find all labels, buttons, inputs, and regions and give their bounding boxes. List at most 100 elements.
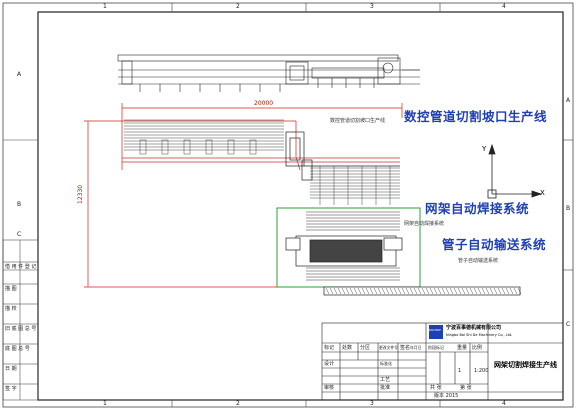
conveyor-link	[417, 287, 422, 295]
cutting-station	[285, 131, 400, 181]
zone-label-bottom-4: 4	[502, 400, 506, 407]
dimension-horizontal: 20000	[254, 100, 274, 107]
welding-racks	[306, 211, 400, 281]
conveyor-link	[485, 287, 490, 295]
conveyor-link	[421, 287, 426, 295]
conveyor-link	[337, 287, 342, 295]
welding-machine	[285, 235, 403, 267]
conveyor-link	[373, 287, 378, 295]
rack-support	[161, 139, 169, 155]
role-label-approve: 批准	[380, 385, 391, 391]
company-logo	[429, 325, 443, 339]
quantity-value: 1	[458, 368, 462, 374]
callout-welding: 网架自动焊接系统	[404, 221, 445, 227]
zone-label-top-4: 4	[502, 3, 506, 10]
conveyor-link	[437, 287, 442, 295]
drawing-title: 网架切割焊接生产线	[494, 361, 557, 369]
conveyor-link	[345, 287, 350, 295]
zone-label-right-B: B	[566, 205, 571, 212]
scale-value: 1:200	[474, 368, 489, 374]
row-label-count: 处数	[342, 345, 353, 351]
zone-label-top-2: 2	[236, 3, 240, 10]
logo-text: BAISHIDE	[429, 329, 441, 332]
version-label: 版本 2015	[434, 393, 459, 399]
callout-conveying: 管子自动输送系统	[458, 258, 499, 264]
zone-label-right-C: C	[566, 321, 571, 328]
conveyor-link	[425, 287, 430, 295]
strip-label-6: 签 字	[5, 386, 17, 392]
strip-label-0: 借 用 件 登 记	[5, 264, 37, 270]
conveyor-link	[477, 287, 482, 295]
conveyor-link	[501, 287, 506, 295]
conveyor-link	[469, 287, 474, 295]
conveyor-link	[445, 287, 450, 295]
conveyor-link	[497, 287, 502, 295]
rack-support	[139, 139, 147, 155]
strip-label-2: 描 校	[5, 306, 17, 312]
conveyor-link	[397, 287, 402, 295]
conveyor-link	[401, 287, 406, 295]
conveyor-link	[369, 287, 374, 295]
conveyor-belt	[323, 286, 522, 296]
elevation-legs	[139, 78, 375, 92]
conveyor-link	[405, 287, 410, 295]
role-label-standard: 标准化	[380, 361, 392, 366]
conveyor-link	[389, 287, 394, 295]
conveyor-link	[457, 287, 462, 295]
conveyor-link	[365, 287, 370, 295]
zone-label-bottom-3: 3	[370, 400, 374, 407]
zone-label-left-A: A	[17, 71, 22, 78]
zone-ticks	[3, 3, 573, 407]
conveyor-link	[413, 287, 418, 295]
rack-support	[249, 139, 257, 155]
misc-label-sheet-no: 第 张	[460, 385, 472, 391]
role-label-review: 审核	[324, 385, 335, 391]
row-label-sign: 签名	[400, 345, 411, 351]
strip-label-1: 描 图	[5, 286, 17, 292]
row-label-date: 年月日	[410, 345, 422, 350]
conveyor-link	[325, 287, 330, 295]
inner-border	[37, 11, 564, 401]
conveyor-link	[377, 287, 382, 295]
misc-label-scale: 比例	[472, 345, 483, 351]
rack-support	[227, 139, 235, 155]
title-block-grid	[321, 322, 564, 401]
conveyor-link	[349, 287, 354, 295]
rack-support	[205, 139, 213, 155]
conveyor-link	[357, 287, 362, 295]
conveyor-link	[433, 287, 438, 295]
zone-label-top-1: 1	[103, 3, 107, 10]
callout-cutting: 数控管道切割坡口生产线	[330, 118, 386, 124]
title-welding-system: 网架自动焊接系统	[425, 201, 530, 216]
row-label-zone: 分区	[360, 345, 371, 351]
zone-label-left-B: B	[17, 201, 22, 208]
title-cutting-line: 数控管道切割坡口生产线	[404, 109, 548, 124]
conveyor-link	[361, 287, 366, 295]
misc-label-stage: 阶段标记	[428, 345, 444, 350]
axis-label-y: Y	[482, 145, 487, 153]
conveyor-link	[489, 287, 494, 295]
dimension-vertical: 12330	[77, 184, 84, 204]
conveyor-link	[429, 287, 434, 295]
row-label-mark: 标记	[324, 345, 335, 351]
left-strip-grid	[2, 239, 39, 401]
conveyor-link	[333, 287, 338, 295]
zone-label-right-A: A	[566, 97, 571, 104]
company-name-en: Ningbo Bai Shi De Machinery Co., Ltd.	[446, 333, 513, 337]
company-name-cn: 宁波百事德机械有限公司	[446, 325, 502, 331]
conveyor-link	[393, 287, 398, 295]
pipe-rack-plan	[124, 119, 400, 205]
conveyor-link	[353, 287, 358, 295]
conveyor-link	[505, 287, 510, 295]
conveyor-link	[329, 287, 334, 295]
pipe-conveyor-red	[122, 157, 400, 163]
conveyor-link	[453, 287, 458, 295]
axis-symbol	[487, 143, 543, 199]
elevation-view	[117, 54, 420, 85]
conveyor-link	[341, 287, 346, 295]
conveyor-link	[481, 287, 486, 295]
conveyor-link	[509, 287, 514, 295]
conveyor-link	[473, 287, 478, 295]
misc-label-weight: 重量	[457, 345, 468, 351]
conveyor-link	[385, 287, 390, 295]
